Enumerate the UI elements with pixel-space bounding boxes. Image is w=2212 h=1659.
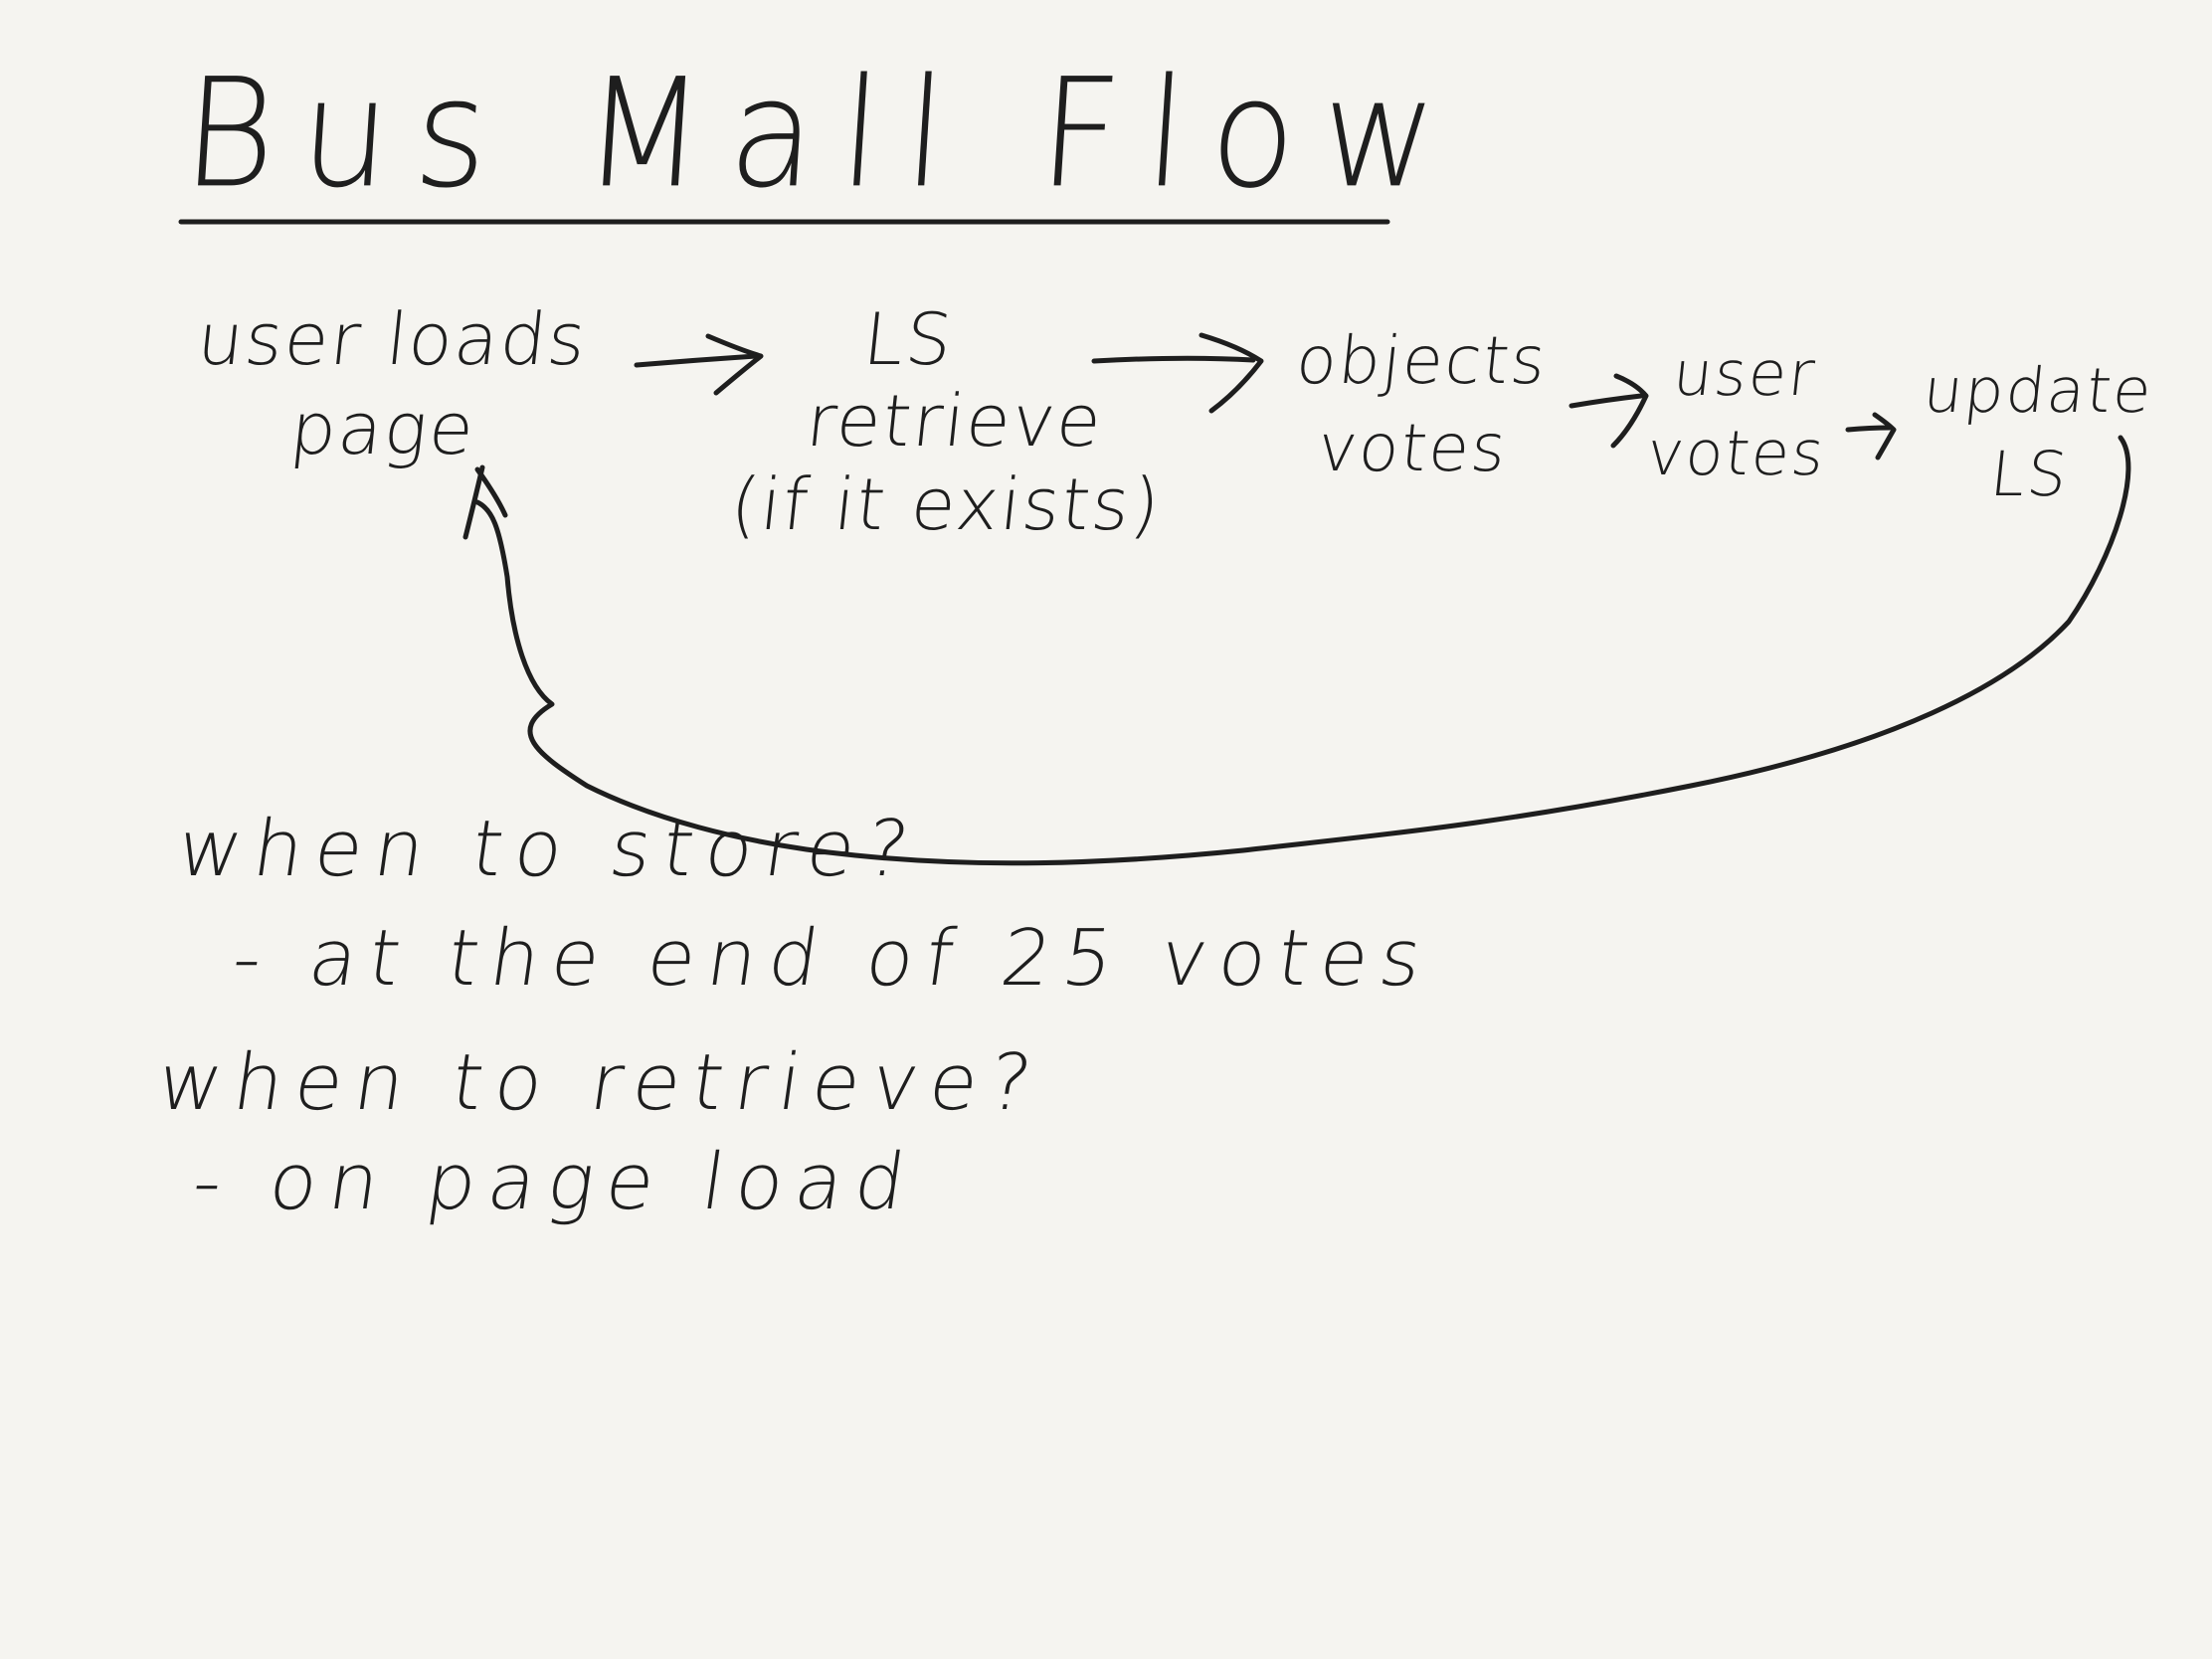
flow-step-label-2: page [286,387,480,470]
flow-step-user-loads-page: user loads page [160,297,615,470]
arrow-return-loop [462,435,2131,866]
flow-step-label-1: user loads [193,297,592,381]
note-store-question: when to store? [172,805,927,894]
flow-step-label-3: (if it exists) [726,462,1166,546]
flow-step-update-ls: update LS [1902,354,2165,510]
flow-step-label-1: update [1920,354,2157,427]
flow-step-label-2: LS [1986,438,2073,510]
note-retrieve-answer: - on page load [187,1138,923,1227]
flow-step-label-1: objects [1292,322,1552,399]
flow-step-ls-retrieve: LS retrieve (if it exists) [723,297,1186,546]
flow-step-user-votes: user votes [1639,337,1843,489]
page-title: Bus Mall Flow [178,47,1468,223]
flow-step-objects-votes: objects votes [1275,322,1560,486]
note-retrieve-question: when to retrieve? [152,1038,1049,1128]
flow-step-label-1: user [1669,337,1820,410]
arrow-step3-to-step4 [1568,373,1649,449]
note-store-answer: - at the end of 25 votes [227,914,1439,1004]
flow-step-label-2: votes [1314,410,1512,486]
flow-step-label-1: LS [859,297,959,381]
flow-step-label-2: retrieve [803,379,1108,462]
arrow-step4-to-step5 [1845,412,1897,461]
flow-step-label-2: votes [1643,417,1830,489]
